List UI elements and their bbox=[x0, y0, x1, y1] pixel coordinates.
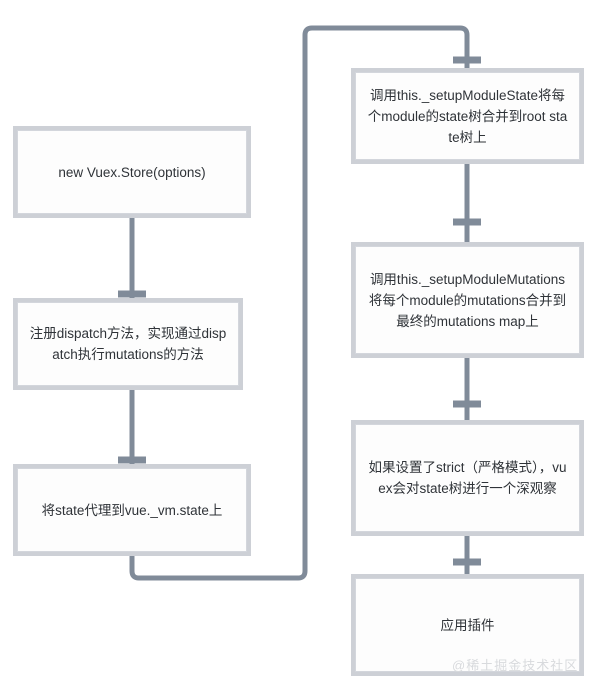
flow-node-label: 应用插件 bbox=[440, 617, 495, 633]
flow-node-strict-mode[interactable]: 如果设置了strict（严格模式），vuex会对state树进行一个深观察 bbox=[351, 420, 584, 536]
flow-node-apply-plugins[interactable]: 应用插件 bbox=[351, 574, 584, 676]
flow-node-proxy-state[interactable]: 将state代理到vue._vm.state上 bbox=[13, 464, 251, 556]
flow-node-setup-module-state[interactable]: 调用this._setupModuleState将每个module的state树… bbox=[351, 68, 584, 164]
flow-node-label: new Vuex.Store(options) bbox=[58, 164, 206, 180]
flow-node-label: 如果设置了strict（严格模式），vuex会对state树进行一个深观察 bbox=[368, 460, 567, 496]
flow-node-register-dispatch[interactable]: 注册dispatch方法，实现通过dispatch执行mutations的方法 bbox=[13, 298, 243, 390]
flow-node-label: 注册dispatch方法，实现通过dispatch执行mutations的方法 bbox=[29, 326, 227, 362]
flow-node-label: 调用this._setupModuleMutations将每个module的mu… bbox=[368, 271, 567, 329]
edge-n3-n4 bbox=[129, 25, 470, 581]
flow-node-label: 将state代理到vue._vm.state上 bbox=[41, 502, 223, 518]
flow-node-setup-module-mutations[interactable]: 调用this._setupModuleMutations将每个module的mu… bbox=[351, 242, 584, 358]
flow-node-label: 调用this._setupModuleState将每个module的state树… bbox=[367, 87, 568, 145]
flow-node-new-vuex-store[interactable]: new Vuex.Store(options) bbox=[13, 126, 251, 218]
watermark: @稀土掘金技术社区 bbox=[452, 658, 579, 673]
